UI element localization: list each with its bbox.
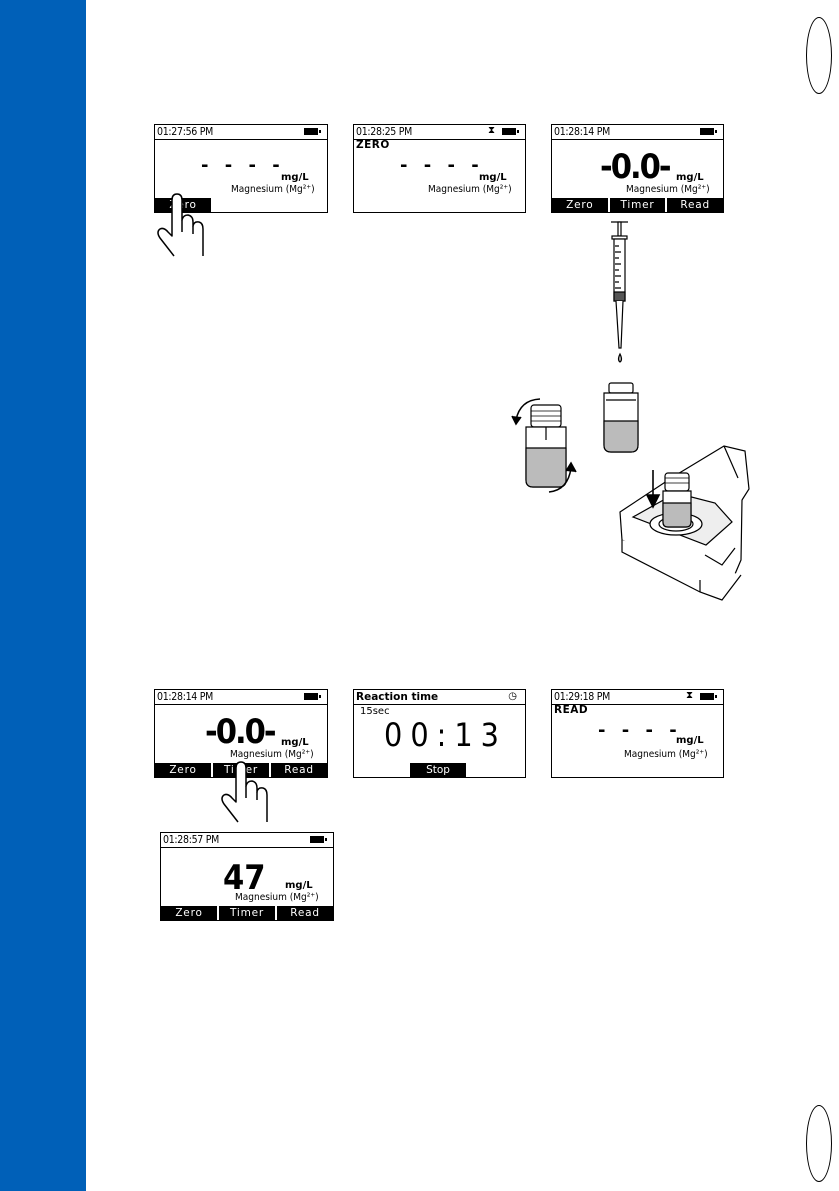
parameter-label: Magnesium (Mg²⁺) <box>235 892 319 903</box>
countdown-display: 00:13 <box>384 716 507 754</box>
battery-icon <box>304 693 321 700</box>
timer-softkey[interactable]: Timer <box>219 906 275 920</box>
parameter-label: Magnesium (Mg²⁺) <box>624 749 708 760</box>
lcd-screen-7: 01:28:57 PM 47 mg/L Magnesium (Mg²⁺) Zer… <box>160 832 334 921</box>
binder-hole <box>806 1105 832 1182</box>
parameter-label: Magnesium (Mg²⁺) <box>626 184 710 195</box>
lcd-screen-4: 01:28:14 PM -0.0- mg/L Magnesium (Mg²⁺) … <box>154 689 328 778</box>
unit-label: mg/L <box>285 880 313 891</box>
timer-softkey[interactable]: Timer <box>609 198 666 212</box>
zero-softkey[interactable]: Zero <box>552 198 608 212</box>
blue-margin-band <box>0 0 86 1191</box>
zero-softkey[interactable]: Zero <box>155 763 211 777</box>
reading-value: 47 <box>223 858 266 898</box>
reading-value: -0.0- <box>205 712 277 752</box>
read-softkey[interactable]: Read <box>277 906 333 920</box>
battery-icon <box>502 128 519 135</box>
unit-label: mg/L <box>676 172 704 183</box>
clock-time: 01:28:57 PM <box>163 834 219 846</box>
clock-time: 01:29:18 PM <box>554 691 610 703</box>
lcd-screen-1: 01:27:56 PM - - - - mg/L Magnesium (Mg²⁺… <box>154 124 328 213</box>
stop-softkey[interactable]: Stop <box>410 763 466 777</box>
lcd-screen-6: 01:29:18 PM ⧗ READ - - - - mg/L Magnesium… <box>551 689 724 778</box>
clock-time: 01:28:25 PM <box>356 126 412 138</box>
hand-pointer-icon <box>221 761 268 823</box>
battery-icon <box>304 128 321 135</box>
vial-icon <box>525 404 567 488</box>
zero-softkey[interactable]: Zero <box>161 906 217 920</box>
parameter-label: Magnesium (Mg²⁺) <box>230 749 314 760</box>
reading-dashes: - - - - <box>400 155 484 176</box>
vial-icon <box>662 472 692 528</box>
stopwatch-icon: ◷ <box>508 691 517 702</box>
binder-hole <box>806 17 832 94</box>
vial-icon <box>603 382 639 453</box>
insert-arrow-icon <box>645 470 661 509</box>
lcd-screen-reaction-time: Reaction time ◷ 15sec 00:13 Stop <box>353 689 526 778</box>
lcd-screen-2: 01:28:25 PM ⧗ ZERO - - - - mg/L Magnesium… <box>353 124 526 213</box>
mode-label: READ <box>554 704 589 716</box>
read-softkey[interactable]: Read <box>667 198 723 212</box>
unit-label: mg/L <box>281 737 309 748</box>
clock-time: 01:28:14 PM <box>157 691 213 703</box>
hand-pointer-icon <box>157 193 204 257</box>
reading-dashes: - - - - <box>201 155 285 176</box>
mode-label: ZERO <box>356 139 390 151</box>
rotation-arrow-icon <box>511 398 577 493</box>
reading-dashes: - - - - <box>598 720 682 741</box>
parameter-label: Magnesium (Mg²⁺) <box>428 184 512 195</box>
unit-label: mg/L <box>281 172 309 183</box>
battery-icon <box>310 836 327 843</box>
battery-icon <box>700 693 717 700</box>
battery-icon <box>700 128 717 135</box>
reaction-seconds-label: 15sec <box>360 706 390 717</box>
parameter-label: Magnesium (Mg²⁺) <box>231 184 315 195</box>
hourglass-icon: ⧗ <box>685 690 693 701</box>
read-softkey[interactable]: Read <box>271 763 327 777</box>
reaction-time-title: Reaction time <box>356 691 439 703</box>
hourglass-icon: ⧗ <box>487 125 495 136</box>
lcd-screen-3: 01:28:14 PM -0.0- mg/L Magnesium (Mg²⁺) … <box>551 124 724 213</box>
clock-time: 01:27:56 PM <box>157 126 213 138</box>
reading-value: -0.0- <box>600 147 672 187</box>
clock-time: 01:28:14 PM <box>554 126 610 138</box>
unit-label: mg/L <box>676 735 704 746</box>
syringe-icon <box>611 221 628 363</box>
unit-label: mg/L <box>479 172 507 183</box>
